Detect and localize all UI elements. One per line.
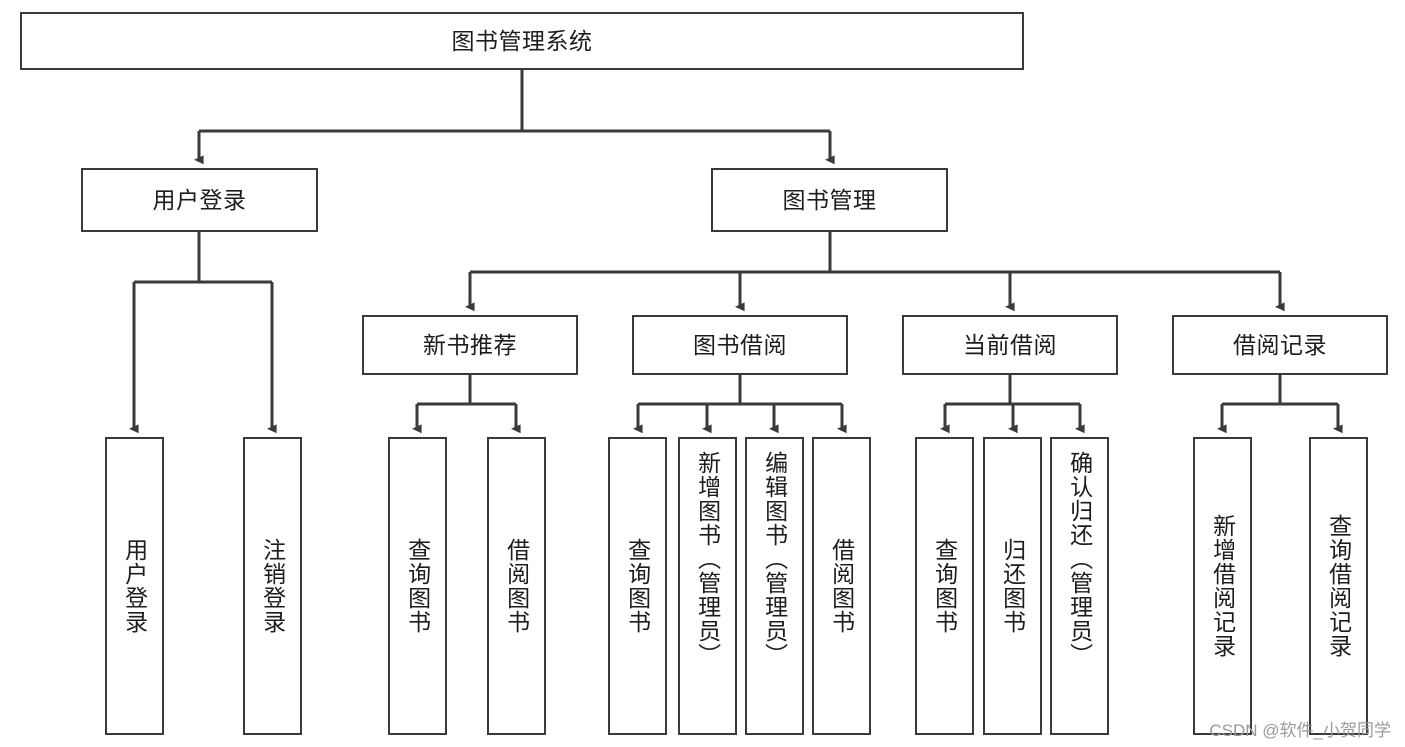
node-label: 新增借阅记录 <box>1209 514 1236 658</box>
leaf-current-borrow-confirm-return-admin[interactable]: 确认归还（管理员） <box>1050 437 1109 735</box>
leaf-borrow-record-query-record[interactable]: 查询借阅记录 <box>1309 437 1368 735</box>
leaf-new-book-borrow-book[interactable]: 借阅图书 <box>487 437 546 735</box>
node-label: 图书管理 <box>782 186 877 213</box>
node-root-system[interactable]: 图书管理系统 <box>20 12 1024 70</box>
leaf-book-borrow-edit-book-admin[interactable]: 编辑图书（管理员） <box>745 437 804 735</box>
node-label: 新书推荐 <box>423 331 517 358</box>
csdn-watermark: CSDN @软件_小贺同学 <box>1209 721 1391 740</box>
node-label: 查询图书 <box>931 538 958 634</box>
node-label: 借阅图书 <box>828 538 855 634</box>
node-label: 注销登录 <box>259 538 286 634</box>
node-book-borrow[interactable]: 图书借阅 <box>632 315 848 375</box>
node-label: 当前借阅 <box>963 331 1057 358</box>
node-label: 图书借阅 <box>693 331 787 358</box>
leaf-book-borrow-query-book[interactable]: 查询图书 <box>608 437 667 735</box>
node-label: 归还图书 <box>999 538 1026 634</box>
node-label: 用户登录 <box>152 186 247 213</box>
node-new-book-recommend[interactable]: 新书推荐 <box>362 315 578 375</box>
node-borrow-record[interactable]: 借阅记录 <box>1172 315 1388 375</box>
node-label: 借阅图书 <box>503 538 530 634</box>
leaf-user-login-login[interactable]: 用户登录 <box>105 437 164 735</box>
node-current-borrow[interactable]: 当前借阅 <box>902 315 1118 375</box>
node-label: 查询图书 <box>624 538 651 634</box>
leaf-current-borrow-query-book[interactable]: 查询图书 <box>915 437 974 735</box>
node-label: 新增图书（管理员） <box>694 451 721 667</box>
leaf-book-borrow-add-book-admin[interactable]: 新增图书（管理员） <box>678 437 737 735</box>
node-label: 编辑图书（管理员） <box>761 451 788 667</box>
node-label: 查询借阅记录 <box>1325 514 1352 658</box>
node-user-login[interactable]: 用户登录 <box>81 168 318 232</box>
node-label: 用户登录 <box>121 538 148 634</box>
node-label: 图书管理系统 <box>451 27 593 54</box>
leaf-book-borrow-borrow-book[interactable]: 借阅图书 <box>812 437 871 735</box>
node-label: 借阅记录 <box>1233 331 1327 358</box>
leaf-user-login-logout[interactable]: 注销登录 <box>243 437 302 735</box>
node-label: 查询图书 <box>404 538 431 634</box>
leaf-current-borrow-return-book[interactable]: 归还图书 <box>983 437 1042 735</box>
leaf-borrow-record-add-record[interactable]: 新增借阅记录 <box>1193 437 1252 735</box>
node-label: 确认归还（管理员） <box>1066 451 1093 667</box>
node-book-management[interactable]: 图书管理 <box>711 168 948 232</box>
leaf-new-book-query-book[interactable]: 查询图书 <box>388 437 447 735</box>
